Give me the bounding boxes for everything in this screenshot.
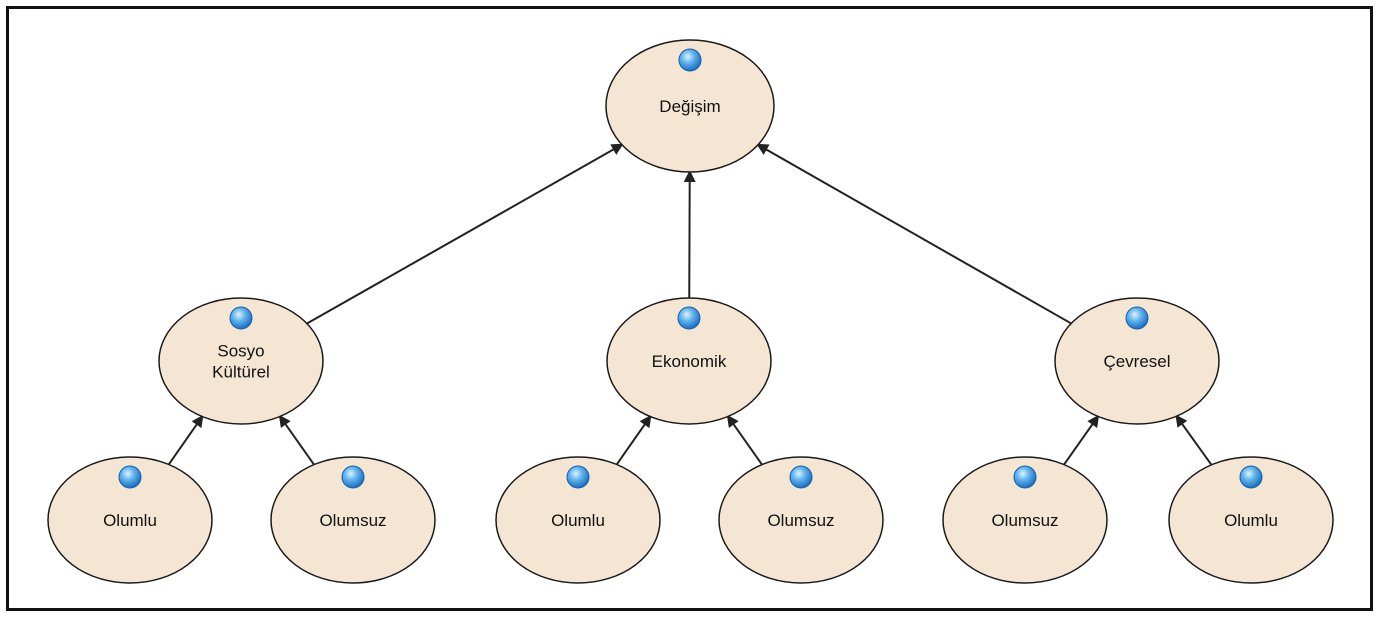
node-ellipse — [158, 297, 324, 425]
arrow-sosyo-to-root — [306, 143, 624, 325]
node-label: Kültürel — [212, 363, 270, 382]
arrow-leaf5-to-cevresel — [1063, 414, 1100, 466]
node-label: Olumlu — [551, 511, 605, 530]
node-ellipse — [1168, 456, 1334, 584]
blue-dot-icon — [566, 465, 590, 489]
node-label: Değişim — [659, 97, 720, 116]
node-leaf6: Olumlu — [1168, 456, 1334, 584]
arrow-leaf3-to-ekonomik — [615, 414, 652, 466]
node-ellipse — [605, 39, 775, 173]
node-label: Olumlu — [103, 511, 157, 530]
arrow-cevresel-to-root — [756, 143, 1072, 325]
node-ellipse — [718, 456, 884, 584]
node-leaf3: Olumlu — [495, 456, 661, 584]
node-ellipse — [606, 297, 772, 425]
arrow-leaf4-to-ekonomik — [726, 414, 763, 466]
arrow-leaf1-to-sosyo — [167, 414, 204, 466]
node-label: Olumlu — [1224, 511, 1278, 530]
node-ellipse — [942, 456, 1108, 584]
edges — [167, 143, 1213, 466]
blue-dot-icon — [341, 465, 365, 489]
arrow-leaf2-to-sosyo — [278, 414, 315, 466]
blue-dot-icon — [1125, 306, 1149, 330]
node-ellipse — [495, 456, 661, 584]
node-cevresel: Çevresel — [1054, 297, 1220, 425]
node-ellipse — [270, 456, 436, 584]
node-leaf1: Olumlu — [47, 456, 213, 584]
node-label: Olumsuz — [319, 511, 386, 530]
node-ellipse — [1054, 297, 1220, 425]
blue-dot-icon — [789, 465, 813, 489]
blue-dot-icon — [1239, 465, 1263, 489]
node-leaf4: Olumsuz — [718, 456, 884, 584]
blue-dot-icon — [678, 48, 702, 72]
node-ellipse — [47, 456, 213, 584]
node-label: Olumsuz — [991, 511, 1058, 530]
node-leaf5: Olumsuz — [942, 456, 1108, 584]
node-ekonomik: Ekonomik — [606, 297, 772, 425]
node-label: Ekonomik — [652, 352, 727, 371]
node-label: Olumsuz — [767, 511, 834, 530]
blue-dot-icon — [677, 306, 701, 330]
node-leaf2: Olumsuz — [270, 456, 436, 584]
blue-dot-icon — [118, 465, 142, 489]
blue-dot-icon — [1013, 465, 1037, 489]
node-label: Sosyo — [217, 342, 264, 361]
arrow-leaf6-to-cevresel — [1175, 414, 1213, 466]
node-label: Çevresel — [1103, 352, 1170, 371]
blue-dot-icon — [229, 306, 253, 330]
node-root: Değişim — [605, 39, 775, 173]
